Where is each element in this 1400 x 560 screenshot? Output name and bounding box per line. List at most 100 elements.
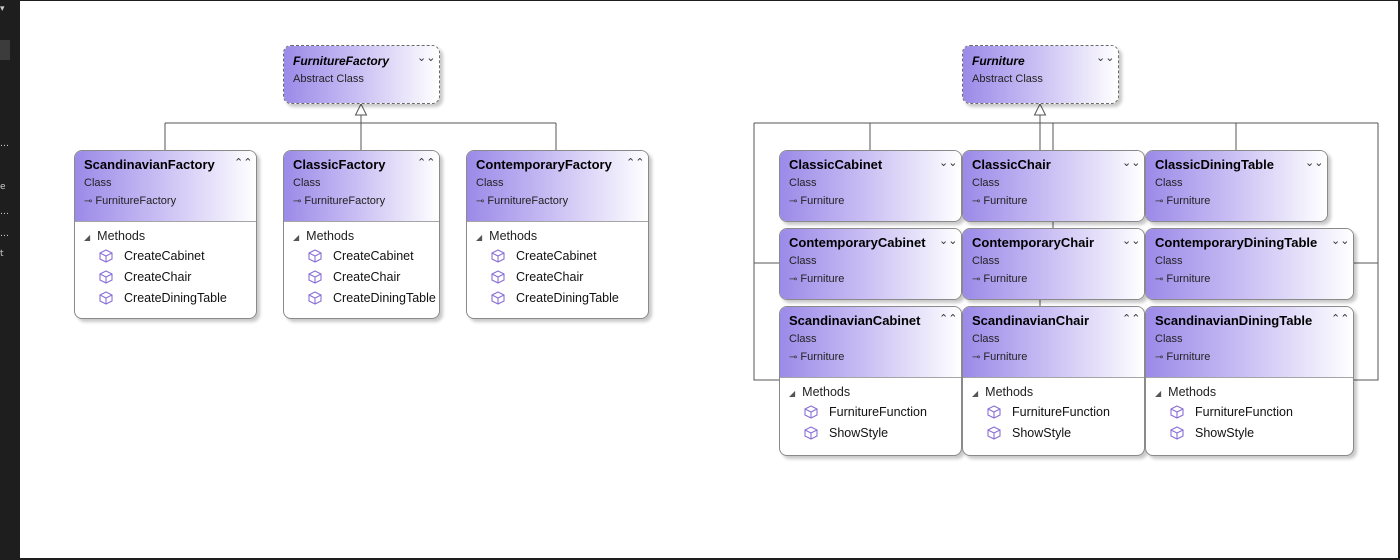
methods-section-header[interactable]: ◢Methods <box>467 227 648 245</box>
inheritance-arrow-icon: ⊸ <box>476 196 485 207</box>
method-item[interactable]: ShowStyle <box>1146 423 1353 443</box>
collapse-triangle-icon[interactable]: ◢ <box>476 233 483 242</box>
method-cube-icon <box>308 270 322 284</box>
chevron-down-double-icon[interactable]: ⌄⌄ <box>1305 156 1324 169</box>
class-header: ScandinavianFactory Class ⊸FurnitureFact… <box>75 151 256 221</box>
class-name: ClassicDiningTable <box>1155 157 1274 172</box>
chevron-up-double-icon[interactable]: ⌃⌃ <box>939 312 958 325</box>
class-shape-contemporarycabinet[interactable]: ContemporaryCabinet Class ⊸Furniture ⌄⌄ <box>779 228 962 300</box>
panel-scroll-thumb[interactable] <box>0 40 10 60</box>
menu-arrow-icon[interactable]: ▾ <box>0 4 5 14</box>
class-shape-contemporarydiningtable[interactable]: ContemporaryDiningTable Class ⊸Furniture… <box>1145 228 1354 300</box>
strip-label: e <box>0 182 6 192</box>
method-item[interactable]: CreateDiningTable <box>467 288 648 308</box>
method-cube-icon <box>987 426 1001 440</box>
chevron-up-double-icon[interactable]: ⌃⌃ <box>417 156 436 169</box>
method-name: ShowStyle <box>1195 426 1255 440</box>
method-item[interactable]: CreateChair <box>75 267 256 287</box>
method-cube-icon <box>1170 405 1184 419</box>
class-name: ScandinavianFactory <box>84 157 215 172</box>
side-panel-strip: ▾ … e … … t <box>0 0 14 560</box>
class-name: ClassicCabinet <box>789 157 883 172</box>
class-shape-scandinaviandiningtable[interactable]: ScandinavianDiningTable Class ⊸Furniture… <box>1145 306 1354 456</box>
collapse-triangle-icon[interactable]: ◢ <box>84 233 91 242</box>
chevron-up-double-icon[interactable]: ⌃⌃ <box>234 156 253 169</box>
method-name: CreateDiningTable <box>333 291 436 305</box>
class-header: Furniture Abstract Class ⌄⌄ <box>963 46 1118 103</box>
method-name: ShowStyle <box>829 426 889 440</box>
chevron-down-double-icon[interactable]: ⌄⌄ <box>417 51 436 64</box>
method-item[interactable]: ShowStyle <box>963 423 1144 443</box>
collapse-triangle-icon[interactable]: ◢ <box>972 389 979 398</box>
inheritance-arrow-icon: ⊸ <box>1155 352 1164 363</box>
methods-section-header[interactable]: ◢Methods <box>1146 383 1353 401</box>
inheritance-arrow-icon: ⊸ <box>789 196 798 207</box>
inheritance-arrow-icon: ⊸ <box>1155 196 1164 207</box>
class-shape-classicdiningtable[interactable]: ClassicDiningTable Class ⊸Furniture ⌄⌄ <box>1145 150 1328 222</box>
chevron-down-double-icon[interactable]: ⌄⌄ <box>939 234 958 247</box>
class-body: ◢Methods FurnitureFunction ShowStyle <box>1146 377 1353 443</box>
base-class-label: ⊸FurnitureFactory <box>293 194 409 209</box>
chevron-down-double-icon[interactable]: ⌄⌄ <box>1122 156 1141 169</box>
class-shape-classicfactory[interactable]: ClassicFactory Class ⊸FurnitureFactory ⌃… <box>283 150 440 319</box>
inheritance-arrow-icon: ⊸ <box>972 196 981 207</box>
method-item[interactable]: CreateDiningTable <box>75 288 256 308</box>
method-item[interactable]: FurnitureFunction <box>963 402 1144 422</box>
chevron-down-double-icon[interactable]: ⌄⌄ <box>1331 234 1350 247</box>
method-item[interactable]: CreateCabinet <box>284 246 439 266</box>
class-stereotype: Abstract Class <box>972 73 1043 85</box>
chevron-down-double-icon[interactable]: ⌄⌄ <box>1122 234 1141 247</box>
method-item[interactable]: ShowStyle <box>780 423 961 443</box>
method-cube-icon <box>491 249 505 263</box>
inheritance-arrow-icon: ⊸ <box>1155 274 1164 285</box>
method-name: CreateCabinet <box>124 249 205 263</box>
methods-section-header[interactable]: ◢Methods <box>963 383 1144 401</box>
methods-section-header[interactable]: ◢ Methods <box>75 227 256 245</box>
chevron-up-double-icon[interactable]: ⌃⌃ <box>1122 312 1141 325</box>
base-class-label: ⊸Furniture <box>1155 350 1323 365</box>
class-name: ContemporaryCabinet <box>789 235 926 250</box>
base-class-name: Furniture <box>983 273 1028 285</box>
chevron-up-double-icon[interactable]: ⌃⌃ <box>626 156 645 169</box>
collapse-triangle-icon[interactable]: ◢ <box>1155 389 1162 398</box>
method-item[interactable]: CreateChair <box>467 267 648 287</box>
method-item[interactable]: CreateCabinet <box>467 246 648 266</box>
class-name: ContemporaryChair <box>972 235 1095 250</box>
chevron-up-double-icon[interactable]: ⌃⌃ <box>1331 312 1350 325</box>
class-shape-contemporaryfactory[interactable]: ContemporaryFactory Class ⊸FurnitureFact… <box>466 150 649 319</box>
method-name: CreateChair <box>516 270 584 284</box>
class-stereotype: Class <box>84 177 112 189</box>
inheritance-arrow-icon: ⊸ <box>972 274 981 285</box>
class-shape-scandinavianfactory[interactable]: ScandinavianFactory Class ⊸FurnitureFact… <box>74 150 257 319</box>
base-class-label: ⊸Furniture <box>972 272 1114 287</box>
class-shape-furniture[interactable]: Furniture Abstract Class ⌄⌄ <box>962 45 1119 104</box>
methods-section-header[interactable]: ◢Methods <box>780 383 961 401</box>
base-class-label: ⊸Furniture <box>1155 272 1323 287</box>
method-name: ShowStyle <box>1012 426 1072 440</box>
class-shape-furniturefactory[interactable]: FurnitureFactory Abstract Class ⌄⌄ <box>283 45 440 104</box>
class-body: ◢Methods FurnitureFunction ShowStyle <box>780 377 961 443</box>
collapse-triangle-icon[interactable]: ◢ <box>293 233 300 242</box>
method-item[interactable]: CreateDiningTable <box>284 288 439 308</box>
class-stereotype: Class <box>1155 255 1183 267</box>
base-class-label: ⊸Furniture <box>789 350 931 365</box>
class-stereotype: Class <box>972 333 1000 345</box>
method-item[interactable]: FurnitureFunction <box>1146 402 1353 422</box>
method-item[interactable]: CreateCabinet <box>75 246 256 266</box>
chevron-down-double-icon[interactable]: ⌄⌄ <box>1096 51 1115 64</box>
method-item[interactable]: CreateChair <box>284 267 439 287</box>
method-cube-icon <box>99 249 113 263</box>
class-shape-scandinavianchair[interactable]: ScandinavianChair Class ⊸Furniture ⌃⌃ ◢M… <box>962 306 1145 456</box>
class-shape-classiccabinet[interactable]: ClassicCabinet Class ⊸Furniture ⌄⌄ <box>779 150 962 222</box>
class-shape-contemporarychair[interactable]: ContemporaryChair Class ⊸Furniture ⌄⌄ <box>962 228 1145 300</box>
class-shape-scandinaviancabinet[interactable]: ScandinavianCabinet Class ⊸Furniture ⌃⌃ … <box>779 306 962 456</box>
collapse-triangle-icon[interactable]: ◢ <box>789 389 796 398</box>
chevron-down-double-icon[interactable]: ⌄⌄ <box>939 156 958 169</box>
base-class-label: ⊸Furniture <box>789 194 931 209</box>
class-stereotype: Class <box>476 177 504 189</box>
class-shape-classicchair[interactable]: ClassicChair Class ⊸Furniture ⌄⌄ <box>962 150 1145 222</box>
methods-section-header[interactable]: ◢Methods <box>284 227 439 245</box>
method-item[interactable]: FurnitureFunction <box>780 402 961 422</box>
section-label: Methods <box>97 229 146 243</box>
method-name: CreateDiningTable <box>124 291 227 305</box>
